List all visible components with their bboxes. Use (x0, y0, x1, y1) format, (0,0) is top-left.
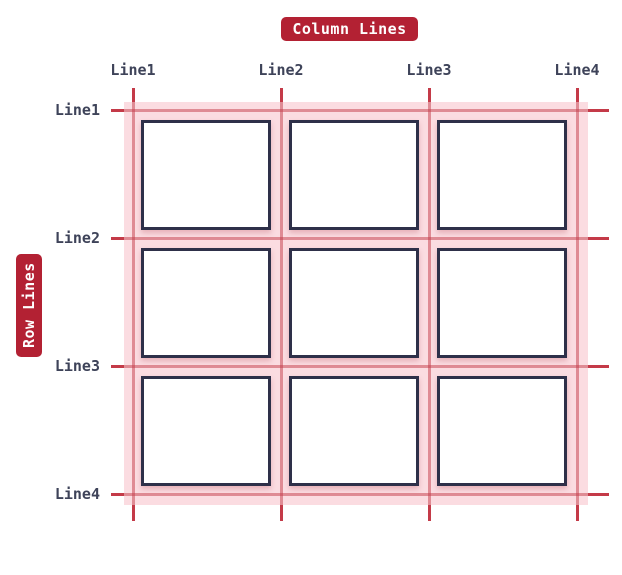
column-line-label-3: Line3 (406, 61, 452, 79)
row-line-label-2: Line2 (54, 229, 100, 247)
column-line-label-2: Line2 (258, 61, 304, 79)
grid-cell (437, 248, 567, 358)
column-line-tick-bottom-4 (575, 505, 579, 521)
column-grid-line-1 (131, 102, 135, 505)
row-line-tick-left-4 (111, 492, 124, 496)
grid-cell (141, 248, 271, 358)
column-grid-line-4 (575, 102, 579, 505)
row-line-label-1: Line1 (54, 101, 100, 119)
row-grid-line-4 (124, 492, 588, 496)
grid-cell (289, 120, 419, 230)
column-line-tick-top-1 (131, 88, 135, 102)
row-line-tick-left-3 (111, 364, 124, 368)
grid-cell (289, 248, 419, 358)
column-line-tick-bottom-3 (427, 505, 431, 521)
column-grid-line-3 (427, 102, 431, 505)
column-line-tick-bottom-2 (279, 505, 283, 521)
row-line-tick-right-3 (588, 364, 609, 368)
grid-cell (289, 376, 419, 486)
row-line-tick-right-1 (588, 108, 609, 112)
column-line-label-1: Line1 (110, 61, 156, 79)
column-line-tick-bottom-1 (131, 505, 135, 521)
column-lines-badge: Column Lines (281, 17, 418, 41)
row-grid-line-3 (124, 364, 588, 368)
grid-cell (437, 376, 567, 486)
row-line-tick-right-4 (588, 492, 609, 496)
grid-cell (437, 120, 567, 230)
grid-cell (141, 376, 271, 486)
row-lines-badge: Row Lines (16, 254, 42, 357)
row-line-tick-left-2 (111, 236, 124, 240)
row-line-tick-left-1 (111, 108, 124, 112)
column-line-tick-top-3 (427, 88, 431, 102)
column-line-tick-top-2 (279, 88, 283, 102)
grid-cell (141, 120, 271, 230)
row-line-label-4: Line4 (54, 485, 100, 503)
column-line-tick-top-4 (575, 88, 579, 102)
row-line-label-3: Line3 (54, 357, 100, 375)
column-grid-line-2 (279, 102, 283, 505)
row-grid-line-2 (124, 236, 588, 240)
column-line-label-4: Line4 (554, 61, 600, 79)
row-grid-line-1 (124, 108, 588, 112)
row-line-tick-right-2 (588, 236, 609, 240)
